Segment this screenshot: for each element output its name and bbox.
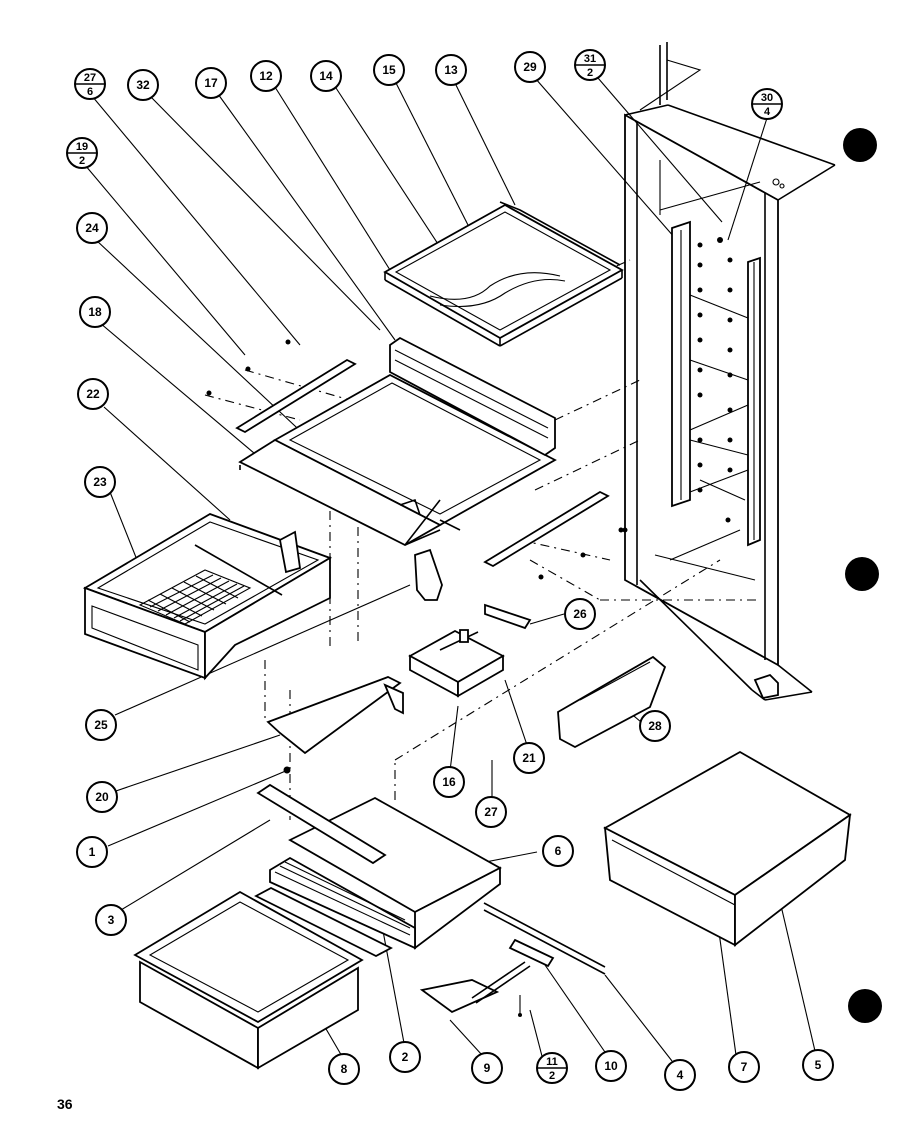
small-parts: [419, 902, 606, 1017]
callout-18: 18: [79, 296, 111, 328]
callout-17: 17: [195, 67, 227, 99]
callout-label: 22: [86, 387, 100, 401]
fraction-top: 30: [761, 92, 773, 104]
callout-23: 23: [84, 466, 116, 498]
callout-label: 20: [95, 790, 109, 804]
drawer-fascia: [557, 655, 667, 749]
callout-label: 8: [341, 1062, 348, 1076]
callout-27: 27: [475, 796, 507, 828]
callout-label: 14: [319, 69, 333, 83]
fraction-top: 31: [584, 53, 596, 65]
callout-10: 10: [595, 1050, 627, 1082]
callout-8: 8: [328, 1053, 360, 1085]
callout-label: 28: [648, 719, 662, 733]
callout-label: 15: [382, 63, 396, 77]
callout-25: 25: [85, 709, 117, 741]
lower-cover: [254, 783, 502, 958]
callout-6: 6: [542, 835, 574, 867]
leader-lines: [84, 77, 816, 1062]
right-pan: [603, 750, 852, 947]
callout-7: 7: [728, 1051, 760, 1083]
fraction-bottom: 6: [87, 86, 93, 98]
crisper-drawer: [82, 513, 333, 681]
callout-label: 12: [259, 69, 273, 83]
callout-20: 20: [86, 781, 118, 813]
callout-2: 2: [389, 1041, 421, 1073]
callout-label: 25: [94, 718, 108, 732]
callout-21: 21: [513, 742, 545, 774]
callout-label: 1: [89, 845, 96, 859]
main-shelf: [235, 336, 610, 568]
callout-28: 28: [639, 710, 671, 742]
callout-label: 9: [484, 1061, 491, 1075]
callout-22: 22: [77, 378, 109, 410]
callout-label: 26: [573, 607, 587, 621]
fraction-top: 11: [546, 1056, 558, 1068]
callout-9: 9: [471, 1052, 503, 1084]
top-glass-shelf: [383, 201, 624, 347]
callout-26: 26: [564, 598, 596, 630]
callout-16: 16: [433, 766, 465, 798]
callout-label: 24: [85, 221, 99, 235]
callout-label: 5: [815, 1058, 822, 1072]
fraction-bottom: 2: [549, 1070, 555, 1082]
callout-label: 27: [484, 805, 498, 819]
fraction-top: 27: [84, 72, 96, 84]
callout-14: 14: [310, 60, 342, 92]
callout-label: 13: [444, 63, 458, 77]
callout-label: 32: [136, 78, 150, 92]
callout-label: 23: [93, 475, 107, 489]
callout-5: 5: [802, 1049, 834, 1081]
fraction-callout-31-2: 312: [574, 49, 606, 81]
callout-label: 29: [523, 60, 537, 74]
shelf-screws: [206, 339, 624, 580]
callout-label: 16: [442, 775, 456, 789]
fraction-callout-27-6: 276: [74, 68, 106, 100]
callout-label: 4: [677, 1068, 684, 1082]
page-number: 36: [57, 1096, 73, 1112]
callout-32: 32: [127, 69, 159, 101]
fraction-top: 19: [76, 141, 88, 153]
callout-4: 4: [664, 1059, 696, 1091]
cabinet-liner: [624, 42, 836, 701]
lower-drawer: [133, 890, 364, 1070]
callout-label: 10: [604, 1059, 618, 1073]
callout-label: 18: [88, 305, 102, 319]
fraction-callout-30-4: 304: [751, 88, 783, 120]
callout-label: 3: [108, 913, 115, 927]
adjuster-parts: [266, 548, 532, 774]
callout-label: 7: [741, 1060, 748, 1074]
callout-1: 1: [76, 836, 108, 868]
callout-15: 15: [373, 54, 405, 86]
callout-29: 29: [514, 51, 546, 83]
callout-13: 13: [435, 54, 467, 86]
callout-label: 6: [555, 844, 562, 858]
callout-label: 17: [204, 76, 218, 90]
callout-3: 3: [95, 904, 127, 936]
callout-24: 24: [76, 212, 108, 244]
fraction-bottom: 2: [587, 67, 593, 79]
callout-label: 21: [522, 751, 536, 765]
callout-label: 2: [402, 1050, 409, 1064]
fraction-callout-11-2: 112: [536, 1052, 568, 1084]
fraction-bottom: 4: [764, 106, 771, 118]
fraction-callout-19-2: 192: [66, 137, 98, 169]
callout-12: 12: [250, 60, 282, 92]
shelf-rails: [622, 220, 761, 547]
fraction-bottom: 2: [79, 155, 85, 167]
projection-lines: [204, 259, 760, 820]
binder-holes: [843, 128, 882, 1023]
